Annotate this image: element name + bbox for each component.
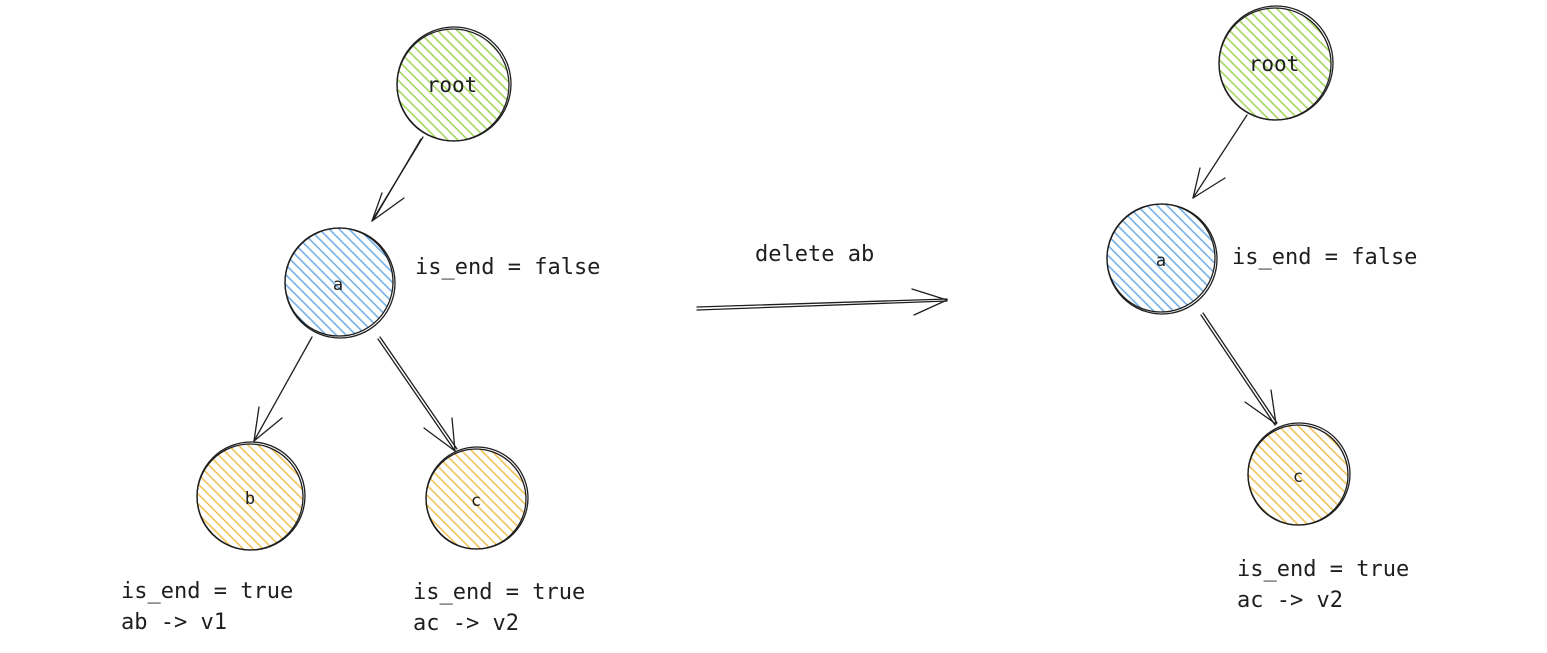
left-tree: root a b c is_end = false is_end = true … xyxy=(121,26,600,636)
right-note-c-mapping: ac -> v2 xyxy=(1237,588,1343,613)
left-node-a-label: a xyxy=(333,275,343,295)
left-node-a: a xyxy=(284,227,396,339)
left-note-b-is-end: is_end = true xyxy=(121,579,293,604)
right-node-c-label: c xyxy=(1293,467,1303,487)
transition-label: delete ab xyxy=(755,242,874,267)
left-note-c-mapping: ac -> v2 xyxy=(413,611,519,636)
left-node-b: b xyxy=(196,441,306,551)
right-node-root-label: root xyxy=(1249,52,1300,76)
left-node-root-label: root xyxy=(427,73,478,97)
right-note-c-is-end: is_end = true xyxy=(1237,557,1409,582)
left-node-c-label: c xyxy=(471,491,481,511)
left-note-c-is-end: is_end = true xyxy=(413,580,585,605)
right-node-a: a xyxy=(1106,203,1218,315)
right-tree: root a c is_end = false is_end = true ac… xyxy=(1106,5,1417,613)
left-note-b-mapping: ab -> v1 xyxy=(121,610,227,635)
right-note-a-is-end: is_end = false xyxy=(1232,245,1417,270)
transition: delete ab xyxy=(696,242,948,316)
left-note-a-is-end: is_end = false xyxy=(415,255,600,280)
left-edge-a-c xyxy=(377,336,458,452)
right-edge-root-a xyxy=(1192,114,1248,199)
left-node-b-label: b xyxy=(245,489,255,509)
left-node-c: c xyxy=(425,446,529,550)
right-node-root: root xyxy=(1218,5,1334,121)
transition-arrow xyxy=(696,288,948,316)
left-edge-root-a xyxy=(371,136,424,222)
left-node-root: root xyxy=(396,26,512,142)
right-edge-a-c xyxy=(1200,312,1278,426)
left-edge-a-b xyxy=(253,336,313,442)
right-node-a-label: a xyxy=(1156,251,1166,271)
right-node-c: c xyxy=(1247,422,1351,526)
